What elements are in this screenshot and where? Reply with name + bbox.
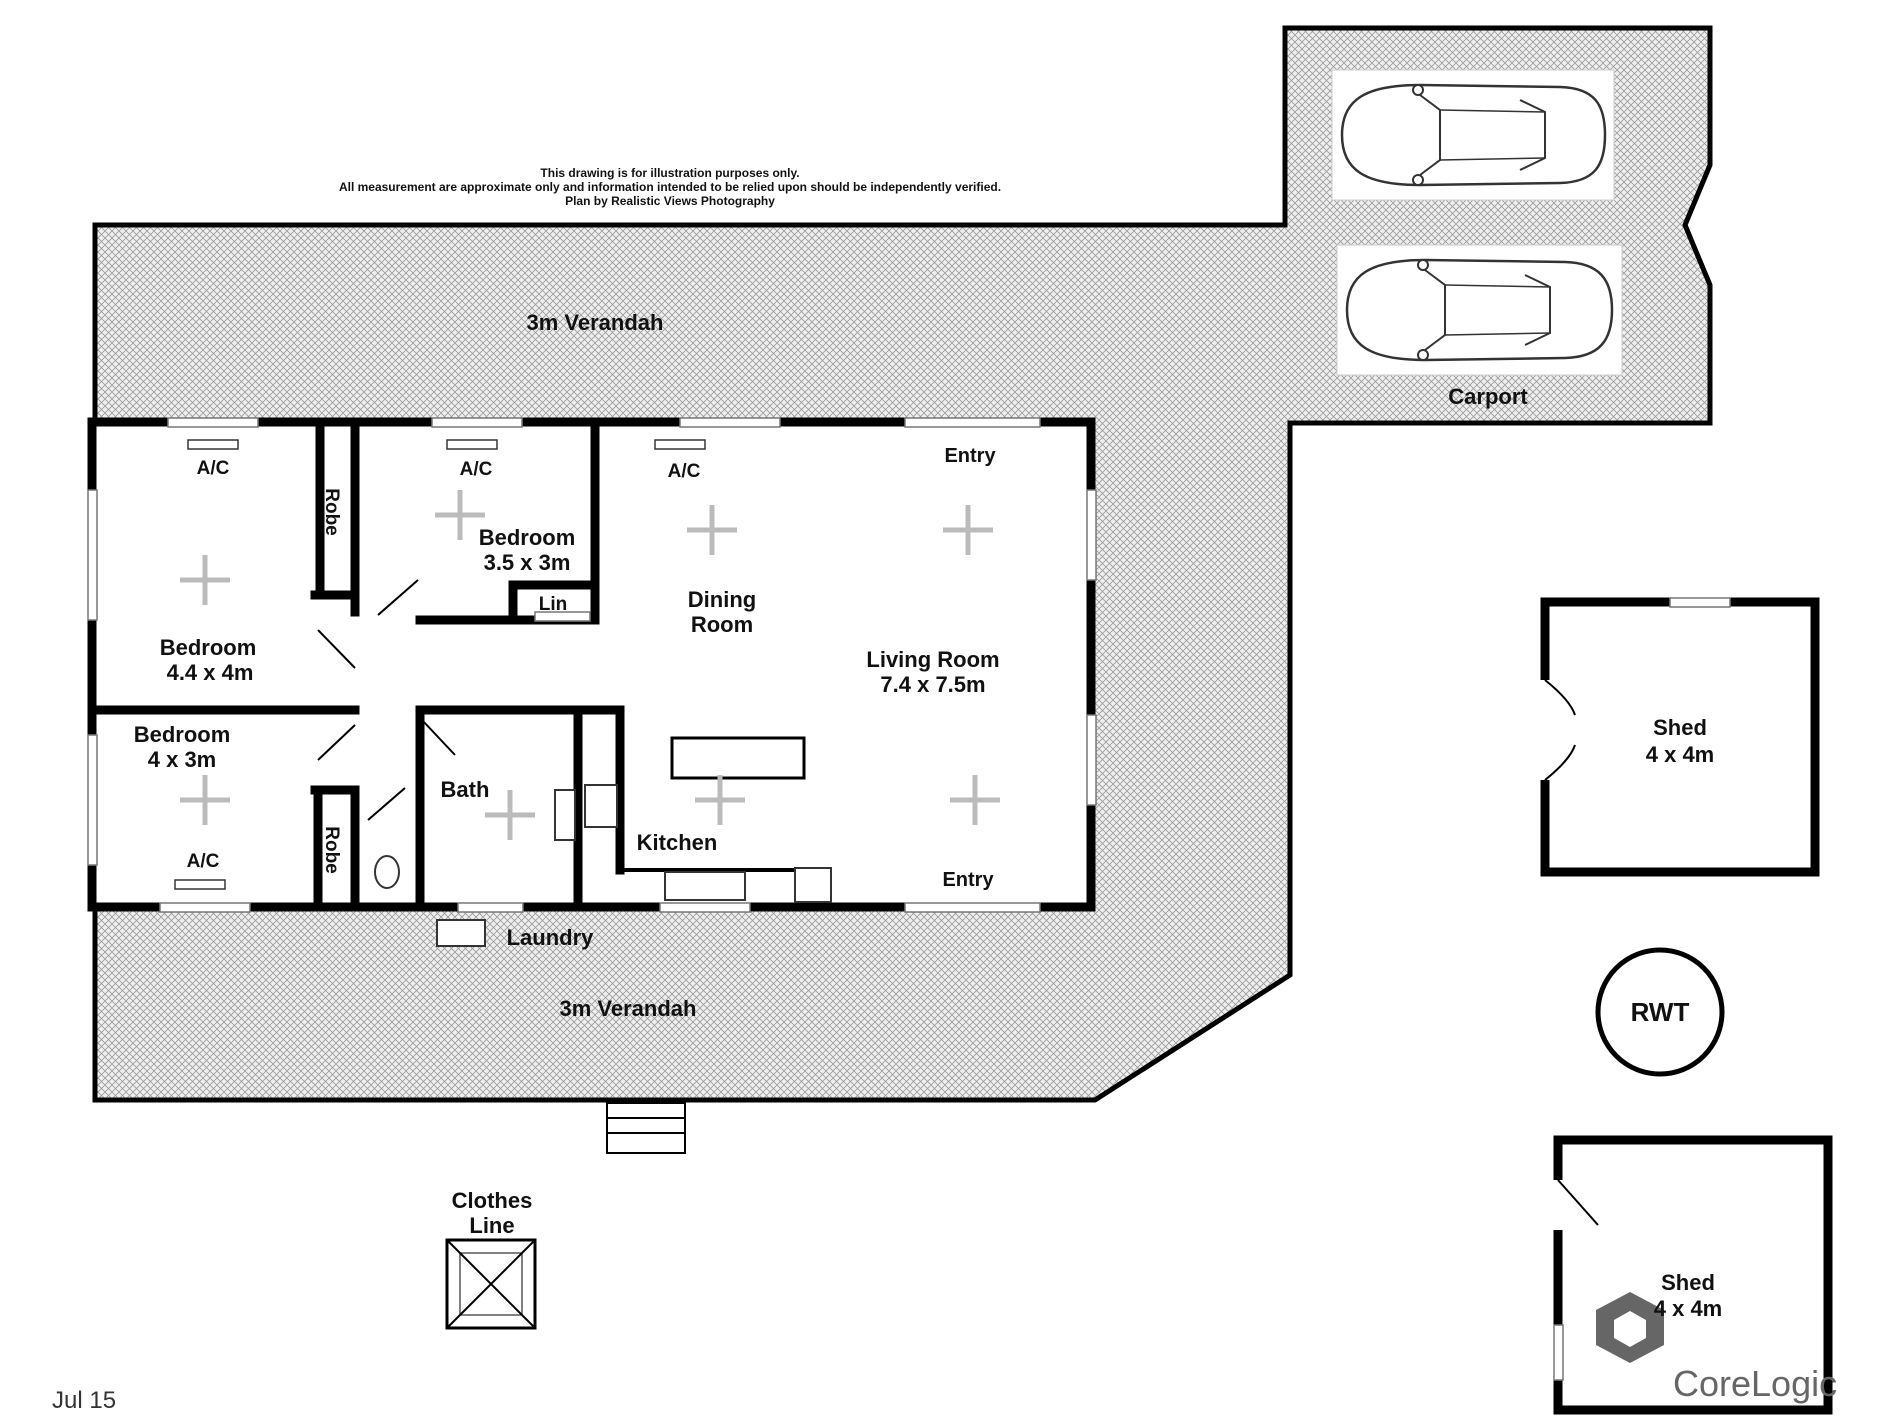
robe-top-label: Robe	[321, 488, 342, 536]
shed-1-size: 4 x 4m	[1646, 742, 1715, 767]
toilet-icon	[374, 855, 400, 889]
disclaimer-line-1: This drawing is for illustration purpose…	[540, 166, 799, 180]
kitchen-island	[670, 736, 806, 780]
verandah-top-label: 3m Verandah	[527, 310, 664, 335]
entry-top-label: Entry	[944, 445, 996, 467]
dining-label-1: Dining	[688, 587, 756, 612]
entry-bottom-label: Entry	[942, 869, 994, 891]
fridge-icon	[794, 867, 832, 903]
bedroom-2-name: Bedroom	[479, 525, 576, 550]
ac-label-2: A/C	[460, 459, 493, 480]
ac-label-1: A/C	[197, 458, 230, 479]
laundry-label: Laundry	[507, 925, 595, 950]
bedroom-1-name: Bedroom	[160, 635, 257, 660]
shed-2-name: Shed	[1661, 1270, 1715, 1295]
linen-label: Lin	[539, 594, 568, 615]
kitchen-label: Kitchen	[637, 830, 718, 855]
living-room-size: 7.4 x 7.5m	[880, 672, 985, 697]
ac-label-4: A/C	[187, 851, 220, 872]
ac-unit-icon	[174, 439, 706, 890]
date-label: Jul 15	[52, 1387, 116, 1414]
light-fixtures	[180, 490, 1000, 840]
vanity-basin	[554, 789, 576, 841]
shed-1-name: Shed	[1653, 715, 1707, 740]
car-icon	[1336, 244, 1623, 376]
cooktop-icon	[584, 784, 618, 828]
living-room-name: Living Room	[866, 647, 999, 672]
corelogic-logo-icon	[1596, 1292, 1664, 1363]
shed-2	[1553, 1135, 1833, 1415]
dining-label-2: Room	[691, 612, 753, 637]
carport-label: Carport	[1448, 384, 1528, 409]
bedroom-1-size: 4.4 x 4m	[167, 660, 254, 685]
clothes-line-icon	[445, 1238, 537, 1330]
disclaimer-line-2: All measurement are approximate only and…	[339, 180, 1001, 194]
windows	[87, 417, 1097, 913]
clothes-line-label-2: Line	[469, 1213, 514, 1238]
ac-label-3: A/C	[668, 461, 701, 482]
kitchen-sink	[664, 871, 746, 901]
bedroom-3-name: Bedroom	[134, 722, 231, 747]
rwt-label: RWT	[1631, 997, 1690, 1027]
shed-1	[1540, 597, 1820, 877]
brand-label: CoreLogic	[1673, 1363, 1837, 1404]
shed-2-size: 4 x 4m	[1654, 1296, 1723, 1321]
bedroom-3-size: 4 x 3m	[148, 747, 217, 772]
car-icon	[1331, 69, 1615, 201]
bath-label: Bath	[441, 777, 490, 802]
rainwater-tank	[1595, 947, 1725, 1077]
verandah-bottom-label: 3m Verandah	[560, 996, 697, 1021]
laundry-tub	[436, 919, 486, 947]
robe-bottom-label: Robe	[321, 826, 342, 874]
front-steps	[606, 1102, 686, 1154]
disclaimer-line-3: Plan by Realistic Views Photography	[565, 194, 775, 208]
clothes-line-label-1: Clothes	[452, 1188, 533, 1213]
door-swings	[317, 579, 456, 821]
bedroom-2-size: 3.5 x 3m	[484, 550, 571, 575]
